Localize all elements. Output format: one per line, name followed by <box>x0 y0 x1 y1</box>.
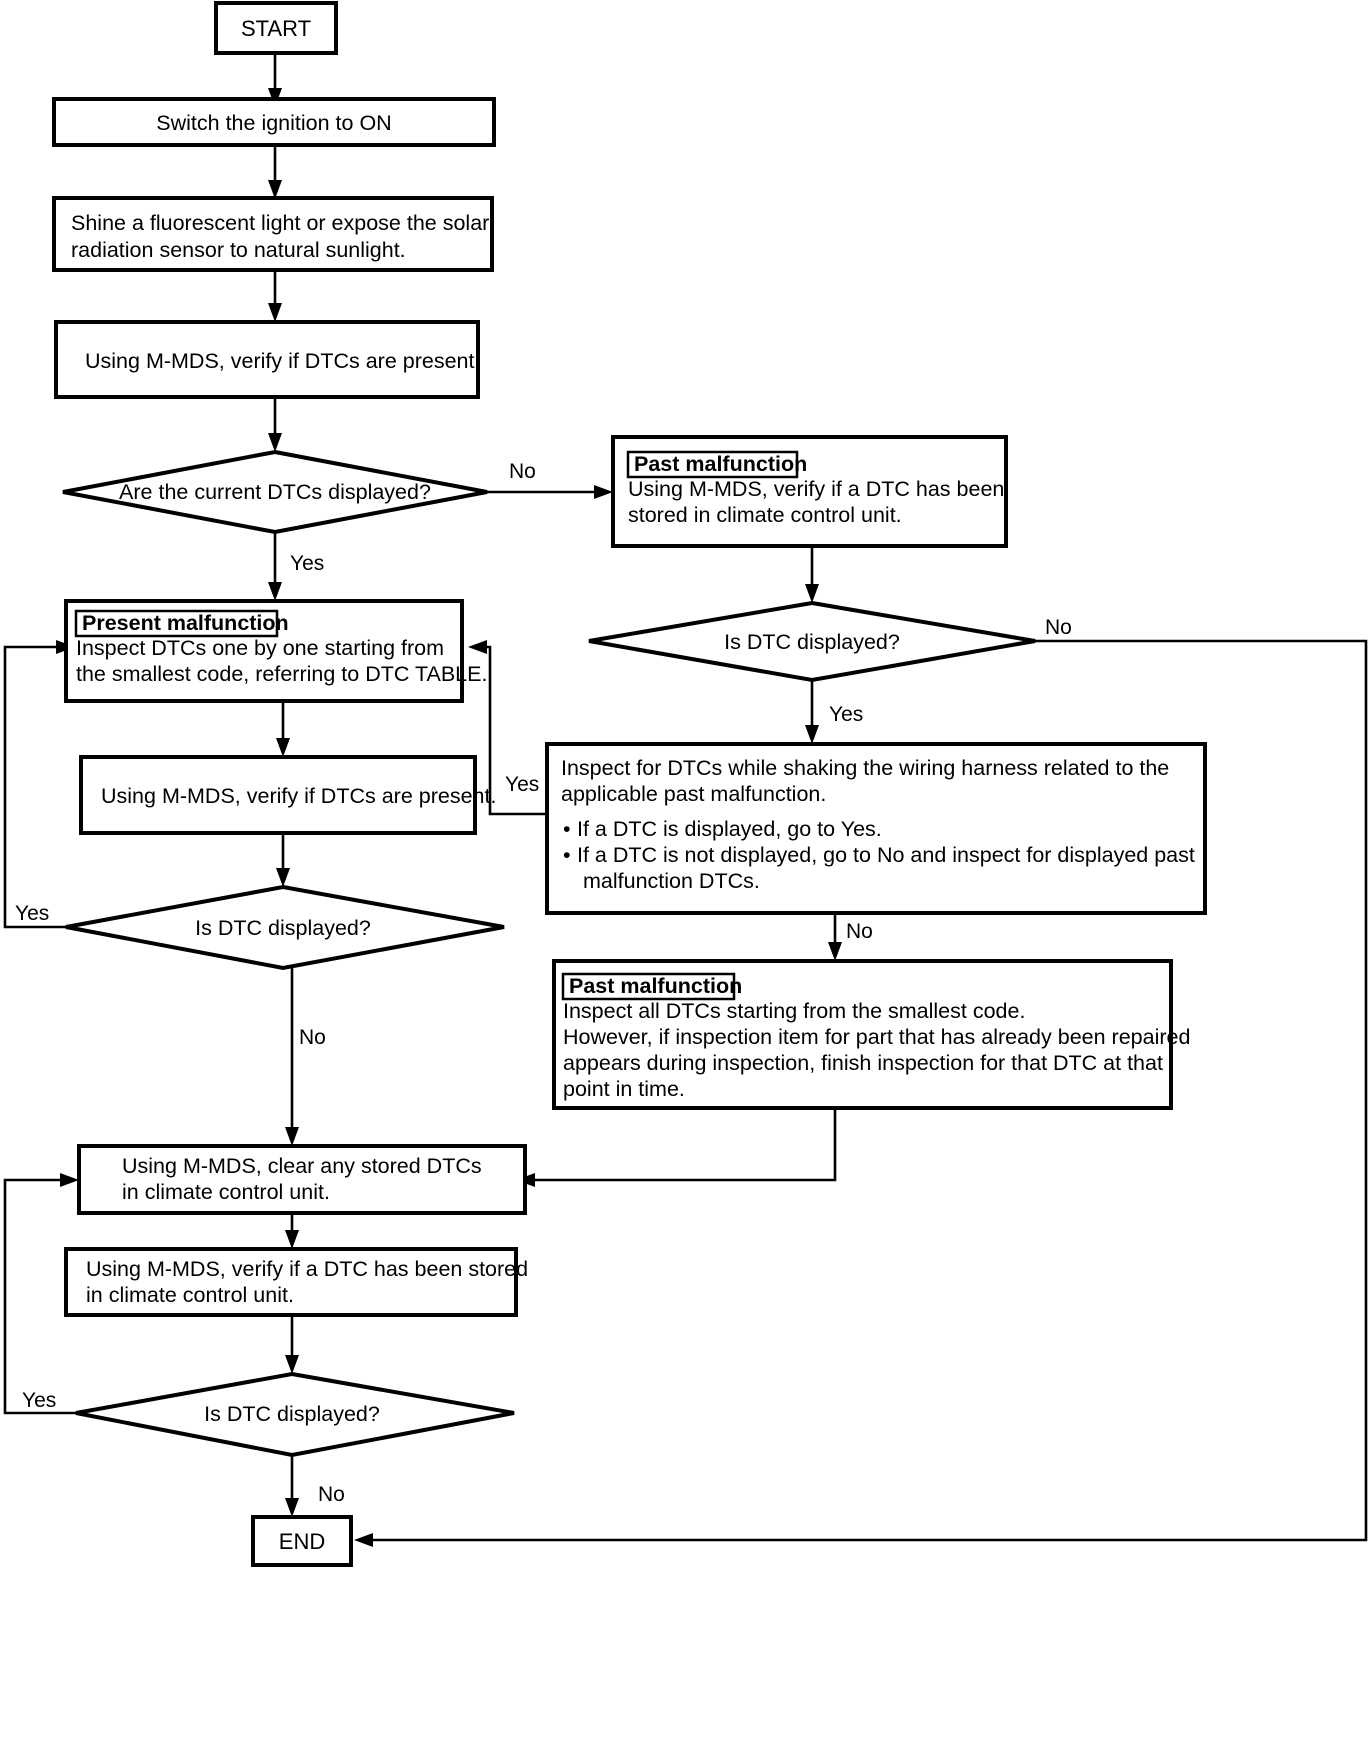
edge-right-yes-to-shake <box>805 680 819 744</box>
decision-is-dtc-displayed-bottom[interactable]: Is DTC displayed? <box>75 1371 515 1458</box>
past-malfunction-2-line3: appears during inspection, finish inspec… <box>563 1051 1163 1075</box>
edge-current-yes-to-present <box>268 532 282 601</box>
verify-dtcs-1-text: Using M-MDS, verify if DTCs are present. <box>85 349 480 373</box>
edge-label-current-no: No <box>509 460 536 483</box>
past-malfunction-1-tag: Past malfunction <box>634 452 807 476</box>
shine-light-line1: Shine a fluorescent light or expose the … <box>71 211 489 235</box>
edge-label-current-yes: Yes <box>290 552 324 575</box>
clear-dtcs-line2: in climate control unit. <box>122 1180 330 1204</box>
decision-right-label: Is DTC displayed? <box>724 630 900 654</box>
shake-harness-bullet1: If a DTC is displayed, go to Yes. <box>577 817 882 841</box>
start-label: START <box>241 16 311 41</box>
verify-stored-line2: in climate control unit. <box>86 1283 294 1307</box>
edge-right-no-to-end <box>354 639 1368 1547</box>
decision-left-label: Is DTC displayed? <box>195 916 371 940</box>
node-verify-dtcs-present-1[interactable]: Using M-MDS, verify if DTCs are present. <box>54 320 480 399</box>
decision-is-dtc-displayed-left[interactable]: Is DTC displayed? <box>65 884 505 971</box>
decision-is-dtc-displayed-right[interactable]: Is DTC displayed? <box>588 600 1036 683</box>
end-label: END <box>279 1529 325 1554</box>
past-malfunction-1-line1: Using M-MDS, verify if a DTC has been <box>628 477 1004 501</box>
edge-current-no-to-past1 <box>487 485 613 499</box>
edge-bottom-yes-to-clear <box>3 1173 79 1415</box>
node-end[interactable]: END <box>251 1515 353 1567</box>
edge-label-left-no: No <box>299 1026 326 1049</box>
shake-harness-line1: Inspect for DTCs while shaking the wirin… <box>561 756 1169 780</box>
present-malfunction-tag: Present malfunction <box>82 611 289 635</box>
past-malfunction-2-line4: point in time. <box>563 1077 685 1101</box>
edge-past2-to-clear <box>516 1108 837 1187</box>
node-past-malfunction-1[interactable]: Past malfunction Using M-MDS, verify if … <box>611 435 1008 548</box>
past-malfunction-2-tag: Past malfunction <box>569 974 742 998</box>
verify-dtcs-2-text: Using M-MDS, verify if DTCs are present. <box>101 784 496 808</box>
present-malfunction-line1: Inspect DTCs one by one starting from <box>76 636 444 660</box>
shake-harness-bullet2b: malfunction DTCs. <box>583 869 760 893</box>
shake-harness-bullet1-glyph: • <box>563 817 571 841</box>
node-past-malfunction-2[interactable]: Past malfunction Inspect all DTCs starti… <box>552 959 1190 1110</box>
node-verify-stored-dtc[interactable]: Using M-MDS, verify if a DTC has been st… <box>64 1247 528 1317</box>
node-switch-ignition[interactable]: Switch the ignition to ON <box>52 97 496 147</box>
edge-verify1-to-decision-current <box>268 396 282 452</box>
decision-are-current-dtcs-displayed[interactable]: Are the current DTCs displayed? <box>62 449 488 535</box>
past-malfunction-2-line1: Inspect all DTCs starting from the small… <box>563 999 1025 1023</box>
edge-shine-to-verify1 <box>268 269 282 322</box>
decision-current-label: Are the current DTCs displayed? <box>119 480 431 504</box>
node-shake-harness[interactable]: Inspect for DTCs while shaking the wirin… <box>545 742 1207 915</box>
past-malfunction-1-line2: stored in climate control unit. <box>628 503 902 527</box>
shake-harness-bullet2-glyph: • <box>563 843 571 867</box>
edge-label-right-no: No <box>1045 616 1072 639</box>
node-verify-dtcs-present-2[interactable]: Using M-MDS, verify if DTCs are present. <box>79 755 496 835</box>
edge-present-to-verify2 <box>276 701 290 757</box>
edge-clear-to-verify-stored <box>285 1212 299 1249</box>
past-malfunction-2-line2: However, if inspection item for part tha… <box>563 1025 1190 1049</box>
node-shine-light[interactable]: Shine a fluorescent light or expose the … <box>52 196 494 272</box>
edge-past1-to-decision-right <box>805 546 819 603</box>
switch-ignition-text: Switch the ignition to ON <box>156 111 391 135</box>
edge-verify2-to-decision-left <box>276 833 290 887</box>
node-clear-stored-dtcs[interactable]: Using M-MDS, clear any stored DTCs in cl… <box>77 1144 527 1215</box>
edge-bottom-no-to-end <box>285 1455 299 1517</box>
edge-label-bottom-yes: Yes <box>22 1389 56 1412</box>
edge-shake-no-to-past2 <box>828 913 842 961</box>
present-malfunction-line2: the smallest code, referring to DTC TABL… <box>76 662 487 686</box>
edge-label-shake-yes: Yes <box>505 773 539 796</box>
edge-ignition-to-shine <box>268 144 282 199</box>
edge-label-right-yes: Yes <box>829 703 863 726</box>
clear-dtcs-line1: Using M-MDS, clear any stored DTCs <box>122 1154 482 1178</box>
edge-verify-stored-to-decision-bottom <box>285 1315 299 1374</box>
shine-light-line2: radiation sensor to natural sunlight. <box>71 238 406 262</box>
edge-label-left-yes: Yes <box>15 902 49 925</box>
node-start[interactable]: START <box>214 1 338 55</box>
edge-label-shake-no: No <box>846 920 873 943</box>
decision-bottom-label: Is DTC displayed? <box>204 1402 380 1426</box>
shake-harness-line2: applicable past malfunction. <box>561 782 826 806</box>
edge-shake-yes-to-present <box>468 640 547 816</box>
node-present-malfunction[interactable]: Present malfunction Inspect DTCs one by … <box>64 599 487 703</box>
verify-stored-line1: Using M-MDS, verify if a DTC has been st… <box>86 1257 528 1281</box>
edge-label-bottom-no: No <box>318 1483 345 1506</box>
edge-left-no-to-clear <box>285 968 299 1146</box>
shake-harness-bullet2: If a DTC is not displayed, go to No and … <box>577 843 1195 867</box>
